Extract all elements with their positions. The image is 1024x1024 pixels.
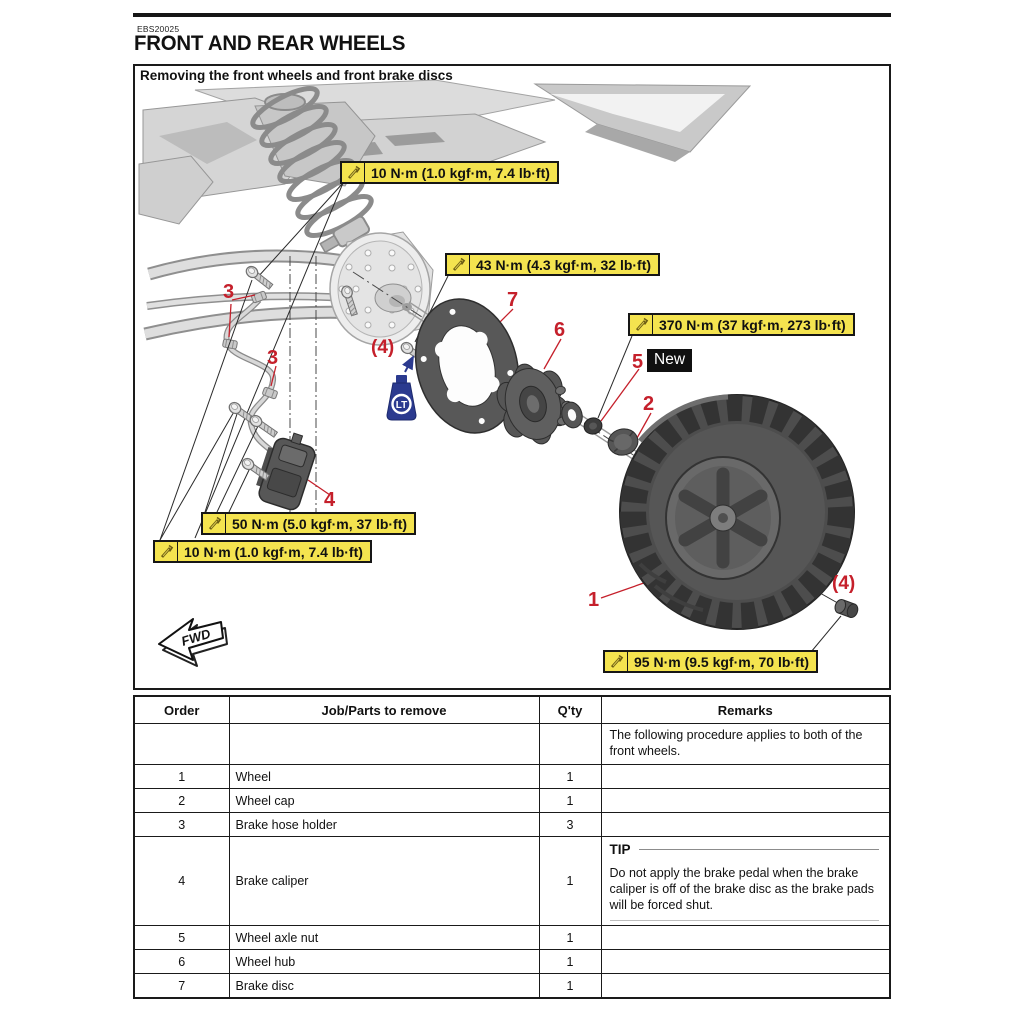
part-label-6: 6 xyxy=(554,319,566,341)
fwd-arrow-icon: FWD xyxy=(158,618,228,667)
table-row: 6 Wheel hub 1 xyxy=(133,949,891,974)
remarks-cell xyxy=(600,925,891,950)
exploded-diagram: LT FWD xyxy=(138,79,859,667)
order-cell: 6 xyxy=(133,949,230,974)
table-row-brake-caliper: 4 Brake caliper 1 TIP Do not apply the b… xyxy=(133,836,891,926)
loctite-bottle-icon: LT xyxy=(386,355,417,421)
qty-label-wheel-nuts: (4) xyxy=(832,573,856,594)
order-cell: 7 xyxy=(133,973,230,999)
torque-wrench-icon xyxy=(447,255,470,274)
torque-callout-axle-nut: 370 N·m (37 kgf·m, 273 lb·ft) xyxy=(628,313,855,336)
qty-cell: 1 xyxy=(538,836,602,926)
job-cell: Wheel axle nut xyxy=(228,925,540,950)
qty-cell: 1 xyxy=(538,788,602,813)
torque-wrench-icon xyxy=(203,514,226,533)
remarks-cell xyxy=(600,973,891,999)
torque-value: 370 N·m (37 kgf·m, 273 lb·ft) xyxy=(659,317,846,333)
shock-spring-art xyxy=(250,86,374,254)
tip-heading: TIP xyxy=(610,841,882,859)
axle-small-parts-art xyxy=(561,401,639,456)
part-label-1: 1 xyxy=(588,589,600,611)
table-row: 7 Brake disc 1 xyxy=(133,973,891,999)
table-row: 1 Wheel 1 xyxy=(133,764,891,789)
torque-value: 10 N·m (1.0 kgf·m, 7.4 lb·ft) xyxy=(184,544,363,560)
job-cell xyxy=(228,723,540,765)
qty-cell: 3 xyxy=(538,812,602,837)
job-cell: Brake disc xyxy=(228,973,540,999)
table-row: 2 Wheel cap 1 xyxy=(133,788,891,813)
torque-callout-wheel-nut: 95 N·m (9.5 kgf·m, 70 lb·ft) xyxy=(603,650,819,673)
qty-cell: 1 xyxy=(538,764,602,789)
remarks-cell xyxy=(600,949,891,974)
table-row: 3 Brake hose holder 3 xyxy=(133,812,891,837)
lug-nut-art xyxy=(834,598,859,619)
header-remarks: Remarks xyxy=(600,695,891,724)
header-order: Order xyxy=(133,695,230,724)
torque-wrench-icon xyxy=(630,315,653,334)
table-row: 5 Wheel axle nut 1 xyxy=(133,925,891,950)
remarks-cell xyxy=(600,764,891,789)
section-code: EBS20025 xyxy=(137,24,180,34)
torque-wrench-icon xyxy=(605,652,628,671)
qty-label-disc-bolts: (4) xyxy=(371,337,395,358)
loctite-label: LT xyxy=(396,400,407,411)
qty-cell: 1 xyxy=(538,973,602,999)
order-cell: 3 xyxy=(133,812,230,837)
page-title: FRONT AND REAR WHEELS xyxy=(134,32,406,55)
chassis-art xyxy=(138,79,752,225)
part-label-7: 7 xyxy=(507,289,519,311)
torque-value: 95 N·m (9.5 kgf·m, 70 lb·ft) xyxy=(634,654,810,670)
knuckle-art xyxy=(329,231,434,346)
job-cell: Brake hose holder xyxy=(228,812,540,837)
figure-caption: Removing the front wheels and front brak… xyxy=(140,68,453,83)
part-label-5: 5 xyxy=(632,351,644,373)
qty-cell xyxy=(538,723,602,765)
torque-callout-caliper-bolt: 50 N·m (5.0 kgf·m, 37 lb·ft) xyxy=(201,512,417,535)
tip-text: Do not apply the brake pedal when the br… xyxy=(609,865,875,913)
torque-value: 50 N·m (5.0 kgf·m, 37 lb·ft) xyxy=(232,516,408,532)
tip-label: TIP xyxy=(609,842,631,857)
order-cell: 2 xyxy=(133,788,230,813)
part-label-4: 4 xyxy=(324,489,336,511)
qty-cell: 1 xyxy=(538,949,602,974)
job-cell: Wheel cap xyxy=(228,788,540,813)
parts-table: Order Job/Parts to remove Q'ty Remarks T… xyxy=(133,695,891,999)
torque-wrench-icon xyxy=(155,542,178,561)
tip-end-rule xyxy=(609,920,879,922)
remarks-cell xyxy=(600,812,891,837)
part-label-3a: 3 xyxy=(223,281,235,303)
tip-rule xyxy=(638,849,879,851)
order-cell xyxy=(133,723,230,765)
brake-caliper-art xyxy=(256,432,316,511)
header-qty: Q'ty xyxy=(538,695,602,724)
torque-callout-shock: 10 N·m (1.0 kgf·m, 7.4 lb·ft) xyxy=(340,161,559,184)
remarks-cell: TIP Do not apply the brake pedal when th… xyxy=(600,836,891,926)
wheel-art xyxy=(619,394,855,630)
remarks-cell xyxy=(600,788,891,813)
header-job: Job/Parts to remove xyxy=(228,695,540,724)
part-label-2: 2 xyxy=(643,393,655,415)
exploded-diagram-panel: Removing the front wheels and front brak… xyxy=(133,64,891,690)
order-cell: 4 xyxy=(133,836,230,926)
torque-value: 10 N·m (1.0 kgf·m, 7.4 lb·ft) xyxy=(371,165,550,181)
job-cell: Wheel xyxy=(228,764,540,789)
qty-cell: 1 xyxy=(538,925,602,950)
part-label-3b: 3 xyxy=(267,347,279,369)
wheel-hub-art xyxy=(496,363,572,445)
order-cell: 1 xyxy=(133,764,230,789)
remarks-cell: The following procedure applies to both … xyxy=(600,723,891,765)
brake-disc-art xyxy=(414,298,520,434)
table-header-row: Order Job/Parts to remove Q'ty Remarks xyxy=(133,695,891,724)
job-cell: Brake caliper xyxy=(228,836,540,926)
torque-wrench-icon xyxy=(342,163,365,182)
top-rule xyxy=(133,13,891,17)
torque-callout-disc-bolt: 43 N·m (4.3 kgf·m, 32 lb·ft) xyxy=(445,253,661,276)
order-cell: 5 xyxy=(133,925,230,950)
torque-callout-hose-holder: 10 N·m (1.0 kgf·m, 7.4 lb·ft) xyxy=(153,540,372,563)
torque-value: 43 N·m (4.3 kgf·m, 32 lb·ft) xyxy=(476,257,652,273)
table-row-intro: The following procedure applies to both … xyxy=(133,723,891,765)
job-cell: Wheel hub xyxy=(228,949,540,974)
new-part-badge: New xyxy=(647,349,693,372)
